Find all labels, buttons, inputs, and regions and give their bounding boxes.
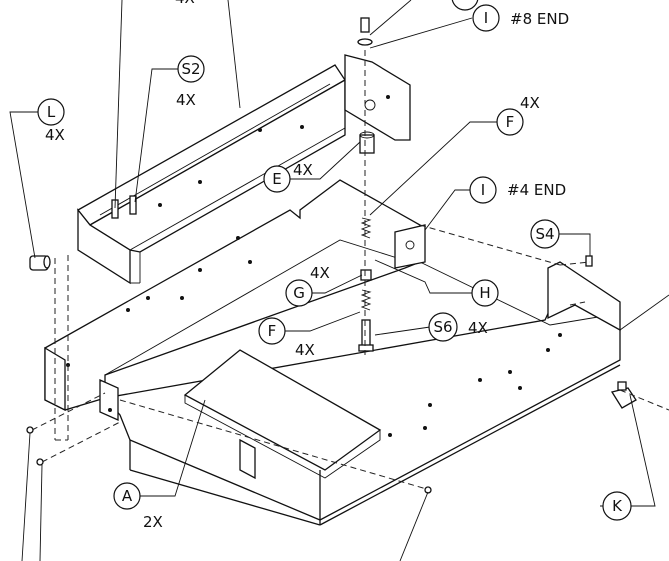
callout-s2-note: 4X [176, 91, 196, 109]
svg-text:S6: S6 [433, 318, 452, 336]
callout-g-note: 4X [310, 264, 330, 282]
callout-s2: S2 4X [176, 55, 205, 109]
callout-l: L 4X [37, 98, 65, 144]
leader-lines [9, 0, 669, 561]
foot-l [29, 255, 51, 271]
svg-text:I: I [484, 9, 488, 27]
screw-top [357, 17, 373, 46]
svg-text:K: K [612, 497, 623, 515]
screw-s6 [358, 319, 374, 352]
spacer-e [359, 131, 375, 154]
callout-i-8: I #8 END [472, 4, 569, 32]
callout-e-note: 4X [293, 161, 313, 179]
upper-channel-part [77, 64, 346, 285]
callout-i-4-note: #4 END [507, 181, 566, 199]
callout-l-note: 4X [45, 126, 65, 144]
spring-lower [360, 289, 372, 311]
callout-f-lower: F 4X [258, 317, 315, 359]
right-end-tab [547, 261, 621, 332]
svg-text:H: H [479, 284, 490, 302]
callout-f-lower-note: 4X [295, 341, 315, 359]
callout-h: H [471, 279, 499, 307]
callout-top-cut-note: 4X [175, 0, 195, 7]
end-plate-4 [394, 224, 426, 269]
callout-f-upper-note: 4X [520, 94, 540, 112]
callout-i-8-note: #8 END [510, 10, 569, 28]
callout-s6: S6 4X [428, 312, 488, 342]
svg-text:A: A [122, 487, 133, 505]
fitting-k [610, 381, 637, 409]
inner-plate-a [183, 349, 382, 480]
svg-text:F: F [506, 113, 515, 131]
callout-k: K [602, 491, 632, 521]
screw-s4 [585, 255, 593, 267]
assembly-dashed-lines [31, 50, 669, 491]
svg-text:L: L [47, 103, 56, 121]
callout-i-4: I #4 END [469, 176, 566, 204]
svg-text:F: F [268, 322, 277, 340]
svg-text:I: I [481, 181, 485, 199]
svg-text:E: E [272, 170, 281, 188]
screws-s2 [111, 195, 137, 219]
callout-f-upper: F 4X [496, 94, 540, 136]
callout-e: E 4X [263, 161, 313, 193]
nut-g [360, 269, 372, 281]
main-tray [44, 179, 621, 526]
svg-text:S4: S4 [535, 225, 554, 243]
callout-top-cut [451, 0, 479, 11]
spring-upper [360, 217, 372, 239]
svg-text:G: G [293, 284, 305, 302]
callout-s6-note: 4X [468, 319, 488, 337]
callout-s4: S4 [530, 219, 560, 249]
end-plate-8 [344, 54, 411, 141]
callout-a-note: 2X [143, 513, 163, 531]
callout-a: A 2X [113, 482, 163, 531]
callout-g: G 4X [285, 264, 330, 307]
svg-text:S2: S2 [181, 60, 200, 78]
